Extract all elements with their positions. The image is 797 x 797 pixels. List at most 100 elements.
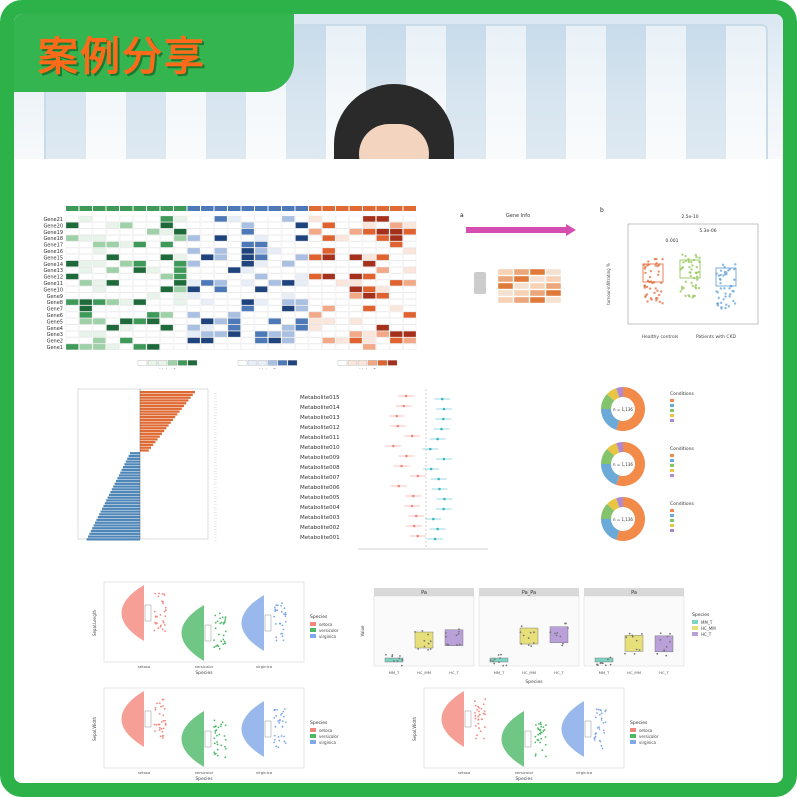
heatmap-cell	[227, 254, 241, 261]
x-axis-label: Species	[195, 776, 213, 782]
data-point	[732, 290, 735, 293]
heatmap-cell	[173, 235, 187, 242]
data-point	[153, 723, 156, 726]
heatmap-cell	[227, 260, 241, 267]
x-tick-label: MM_T	[494, 670, 505, 675]
heatmap-cell	[281, 324, 295, 331]
heatmap-cell	[308, 267, 322, 274]
legend-swatch	[630, 740, 636, 744]
data-point	[217, 726, 220, 729]
heatmap-cell	[187, 292, 201, 299]
heatmap-cell	[173, 260, 187, 267]
heatmap-cell	[65, 235, 79, 242]
heatmap-cell	[308, 299, 322, 306]
boxplot-ylabel: tumour-infiltrating %	[606, 263, 611, 305]
heatmap-cell	[106, 222, 120, 229]
heatmap-cell	[254, 331, 268, 338]
box	[594, 657, 614, 663]
heatmap-cell	[146, 324, 160, 331]
data-point	[690, 261, 693, 264]
data-point	[502, 664, 505, 667]
heatmap-cell	[106, 228, 120, 235]
heatmap-cell	[241, 215, 255, 222]
legend-swatch	[237, 360, 248, 366]
heatmap-cell	[295, 343, 309, 350]
heatmap-cell	[322, 235, 336, 242]
heatmap-row-label: Gene9	[47, 294, 63, 300]
heatmap-cell	[92, 247, 106, 254]
data-point	[284, 612, 287, 614]
heatmap-cell	[281, 235, 295, 242]
data-point	[162, 714, 165, 717]
data-point	[597, 708, 600, 711]
data-point	[635, 639, 638, 642]
pathway-cell	[545, 282, 562, 290]
data-point	[723, 287, 726, 290]
data-point	[164, 724, 167, 726]
data-point	[695, 265, 698, 269]
data-point	[688, 271, 691, 274]
half-violin	[441, 691, 464, 747]
pathway-cell	[497, 275, 514, 283]
data-point	[220, 723, 223, 726]
heatmap-column-header	[282, 206, 295, 211]
heatmap-cell	[376, 267, 390, 274]
half-violin	[121, 691, 144, 747]
x-tick-label: HC_T	[554, 670, 564, 675]
heatmap-cell	[146, 343, 160, 350]
heatmap-cell	[106, 273, 120, 280]
legend-swatch	[147, 360, 158, 366]
data-point	[500, 653, 502, 656]
box	[624, 635, 644, 652]
data-point	[216, 620, 219, 623]
bar-label: —	[214, 438, 217, 442]
heatmap-cell	[254, 299, 268, 306]
data-point	[609, 663, 612, 666]
heatmap-cell	[335, 337, 349, 344]
data-point	[657, 270, 660, 273]
panel-letter: a	[460, 212, 464, 219]
heatmap-cell	[65, 305, 79, 312]
donut-slice	[601, 503, 615, 519]
heatmap-cell	[227, 286, 241, 293]
data-point	[561, 642, 564, 645]
heatmap-cell	[119, 254, 133, 261]
heatmap-cell	[254, 222, 268, 229]
plot-frame	[103, 581, 305, 663]
heatmap-cell	[308, 254, 322, 261]
data-point	[482, 737, 485, 740]
heatmap-cell	[146, 318, 160, 325]
bar-label: —	[214, 533, 217, 537]
heatmap-cell	[173, 331, 187, 338]
data-point	[598, 739, 601, 742]
bar	[130, 452, 140, 455]
x-tick-label: HC_MM	[627, 670, 641, 675]
heatmap-cell	[403, 222, 417, 229]
heatmap-cell	[403, 292, 417, 299]
heatmap-cell	[227, 305, 241, 312]
data-point	[283, 613, 286, 616]
heatmap-cell	[106, 254, 120, 261]
heatmap-cell	[281, 311, 295, 318]
heatmap-cell	[281, 305, 295, 312]
data-point	[497, 654, 500, 656]
heatmap-cell	[362, 228, 376, 235]
legend-swatch	[247, 360, 258, 366]
heatmap-cell	[322, 311, 336, 318]
x-tick-label: setosa	[138, 664, 150, 669]
pathway-cell	[545, 268, 562, 276]
heatmap-cell	[160, 299, 174, 306]
data-point	[274, 606, 276, 609]
heatmap-cell	[403, 318, 417, 325]
heatmap-cell	[241, 228, 255, 235]
heatmap-cell	[335, 235, 349, 242]
bar-label: —	[214, 397, 217, 401]
character-face	[359, 124, 429, 159]
data-point	[527, 644, 530, 646]
heatmap-cell	[335, 215, 349, 222]
data-point	[545, 755, 547, 758]
facet-strip	[374, 588, 474, 596]
legend-swatch	[670, 414, 674, 417]
